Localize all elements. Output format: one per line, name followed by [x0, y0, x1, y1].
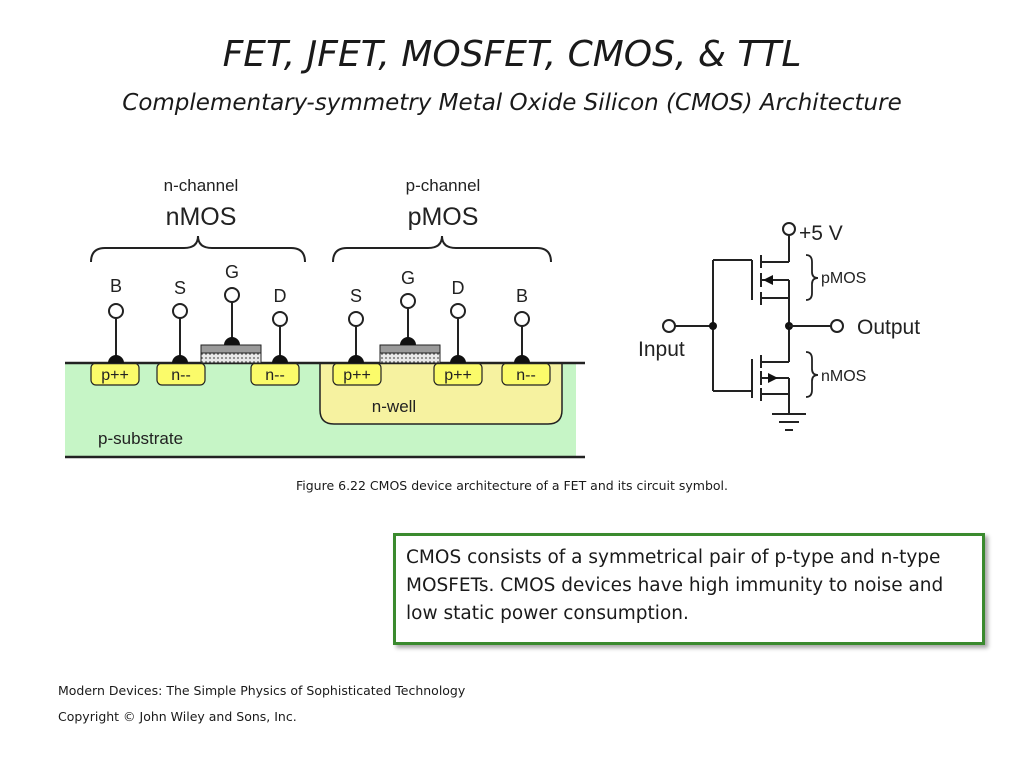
nmos-arrow [768, 373, 778, 383]
nmos-device-label: nMOS [166, 203, 237, 231]
footer-copyright: Copyright © John Wiley and Sons, Inc. [58, 709, 297, 724]
output-label: Output [857, 316, 920, 339]
pmos-drain-label: D [452, 278, 465, 298]
cmos-inverter-symbol [662, 222, 844, 431]
figure-caption: Figure 6.22 CMOS device architecture of … [295, 478, 728, 493]
input-label: Input [638, 338, 685, 361]
region-6-label: n-- [516, 367, 536, 384]
pmos-device-label: pMOS [408, 203, 479, 231]
terminal-circles [108, 287, 530, 327]
nmos-source-label: S [174, 278, 186, 298]
nmos-gate-oxide [200, 352, 262, 364]
input-terminal [662, 319, 676, 333]
region-2-label: n-- [171, 367, 191, 384]
nmos-gate-metal [200, 344, 262, 354]
info-note-box: CMOS consists of a symmetrical pair of p… [393, 533, 985, 645]
pmos-side-brace [805, 254, 819, 301]
pmos-gate-metal [379, 344, 441, 354]
region-4-label: p++ [343, 367, 371, 384]
nmos-circuit-label: nMOS [821, 368, 866, 385]
pmos-channel-label: p-channel [406, 176, 481, 195]
nmos-brace [90, 235, 306, 263]
nmos-body-label: B [110, 276, 122, 296]
pmos-circuit-label: pMOS [821, 270, 866, 287]
nmos-drain-label: D [274, 286, 287, 306]
pmos-brace [332, 235, 552, 263]
output-terminal [830, 319, 844, 333]
p-substrate-label: p-substrate [98, 429, 183, 448]
pmos-source-label: S [350, 286, 362, 306]
region-3-label: n-- [265, 367, 285, 384]
region-1-label: p++ [101, 367, 129, 384]
supply-label: +5 V [799, 222, 843, 245]
supply-terminal [782, 222, 796, 236]
nmos-channel-label: n-channel [164, 176, 239, 195]
pmos-gate-oxide [379, 352, 441, 364]
contact-dots [108, 337, 530, 363]
pmos-arrow [763, 275, 773, 285]
region-5-label: p++ [444, 367, 472, 384]
pmos-gate-label: G [401, 268, 415, 288]
n-well-label: n-well [372, 397, 416, 416]
slide-title: FET, JFET, MOSFET, CMOS, & TTL [222, 34, 802, 75]
slide-subtitle: Complementary-symmetry Metal Oxide Silic… [122, 90, 902, 116]
nmos-gate-label: G [225, 262, 239, 282]
pmos-body-label: B [516, 286, 528, 306]
footer-book-title: Modern Devices: The Simple Physics of So… [58, 683, 466, 698]
cross-section: B S G D S G D B p++ n-- n-- p++ p++ n-- … [65, 176, 585, 459]
nmos-side-brace [805, 351, 819, 398]
